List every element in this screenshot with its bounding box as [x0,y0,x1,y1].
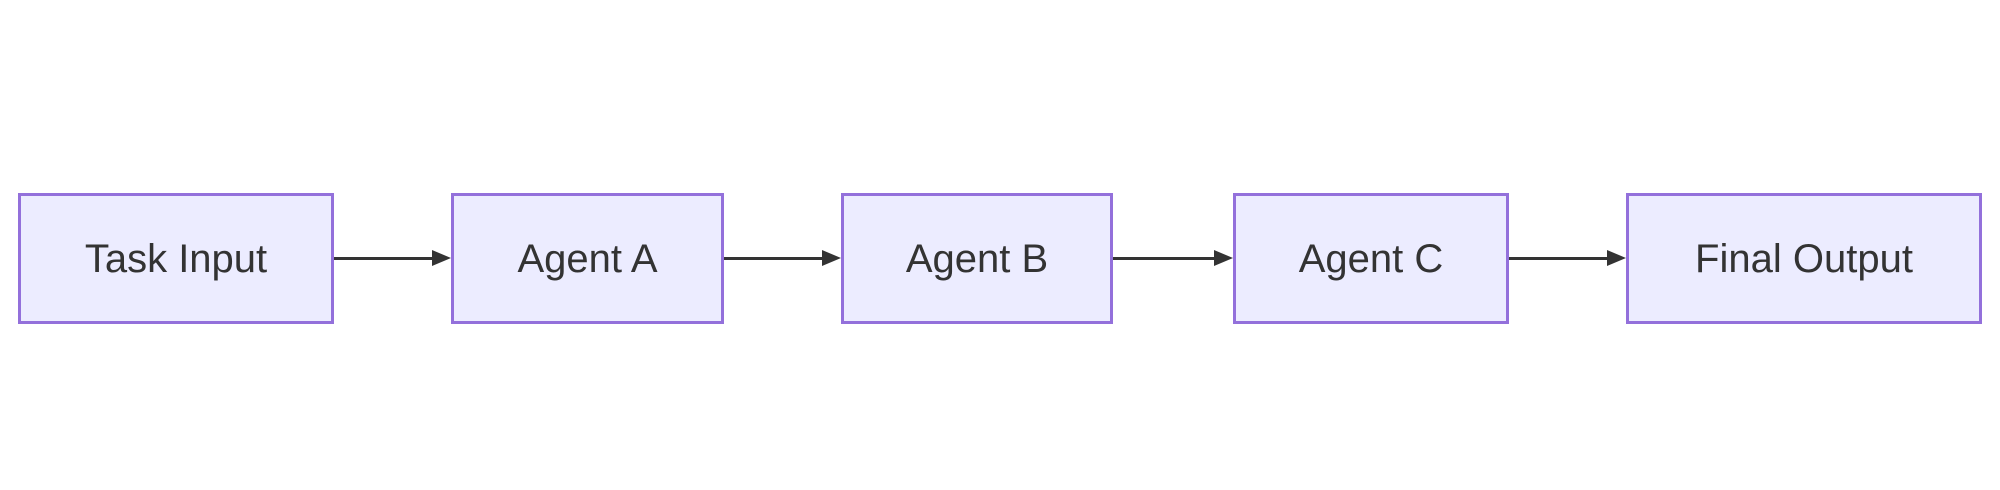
arrowhead-icon [822,250,841,266]
node-agent-c-label: Agent C [1298,236,1444,281]
edge-line [334,257,437,260]
edge-line [1113,257,1219,260]
edge-agent-a-to-agent-b [724,250,841,267]
edge-agent-b-to-agent-c [1113,250,1233,267]
node-agent-b: Agent B [841,193,1113,324]
node-agent-b-label: Agent B [905,236,1049,281]
arrowhead-icon [432,250,451,266]
node-task-input-label: Task Input [84,236,268,281]
node-final-output-label: Final Output [1695,236,1913,281]
edge-line [724,257,827,260]
edge-agent-c-to-final-output [1509,250,1626,267]
node-final-output: Final Output [1626,193,1982,324]
arrowhead-icon [1607,250,1626,266]
arrowhead-icon [1214,250,1233,266]
node-task-input: Task Input [18,193,334,324]
node-agent-a: Agent A [451,193,724,324]
node-agent-c: Agent C [1233,193,1509,324]
edge-line [1509,257,1612,260]
edge-task-input-to-agent-a [334,250,451,267]
node-agent-a-label: Agent A [517,236,658,281]
